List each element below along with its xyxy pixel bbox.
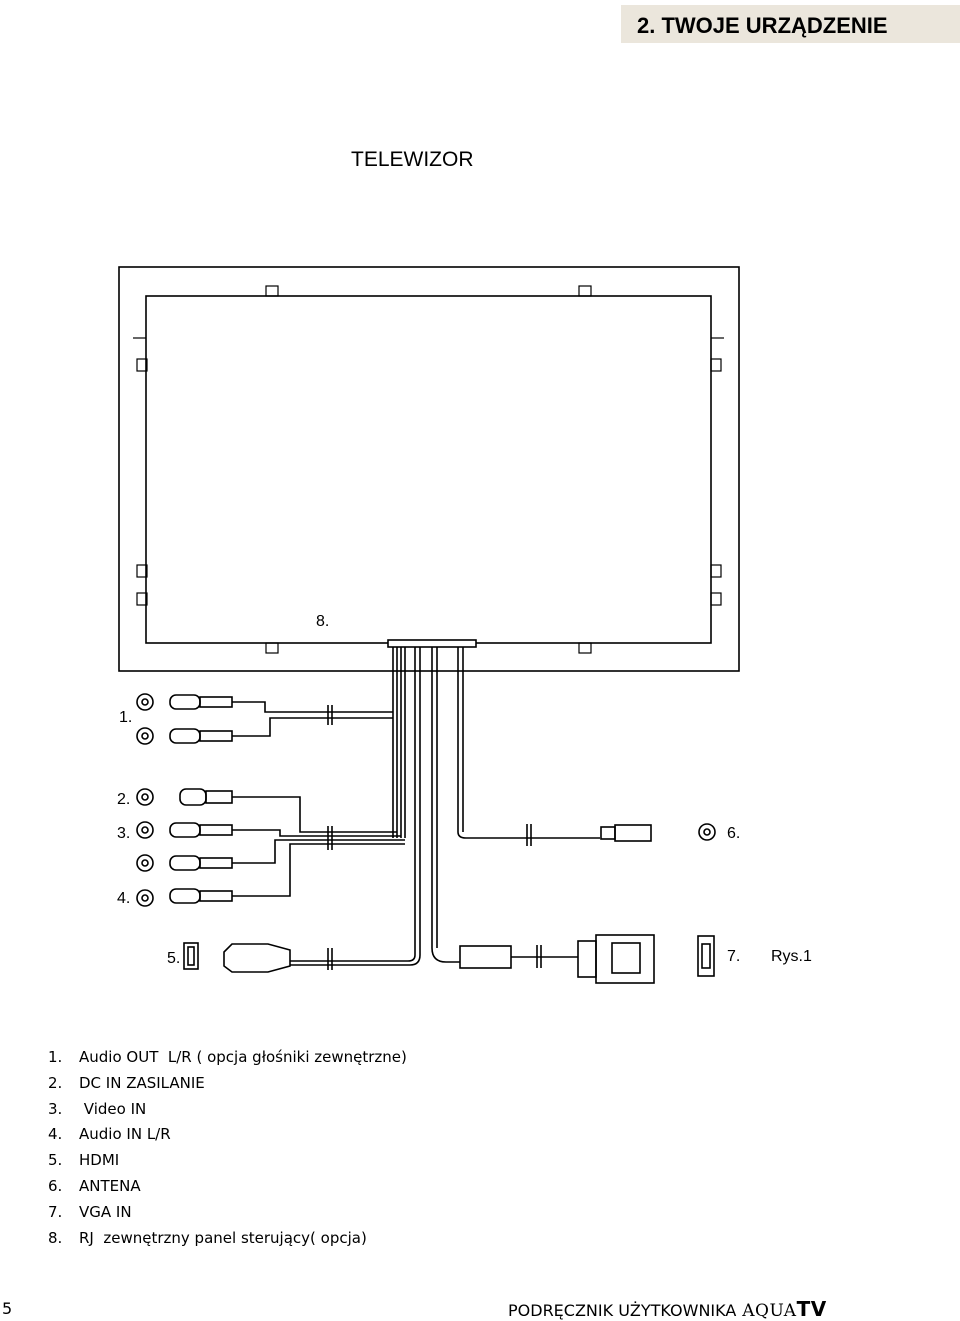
legend-item: 4. Audio IN L/R <box>48 1122 407 1148</box>
legend-item: 8. RJ zewnętrzny panel sterujący( opcja) <box>48 1226 407 1252</box>
tv-panel <box>145 295 712 644</box>
legend-text: RJ zewnętrzny panel sterujący( opcja) <box>79 1228 367 1247</box>
callout-1: 1. <box>119 709 133 726</box>
jack-sockets <box>136 693 716 907</box>
legend-item: 3. Video IN <box>48 1097 407 1123</box>
logo-main: AQUA <box>742 1301 797 1321</box>
callout-4: 4. <box>117 890 131 907</box>
manual-label: PODRĘCZNIK UŻYTKOWNIKA <box>508 1301 737 1320</box>
legend-text: Audio IN L/R <box>79 1125 171 1144</box>
rca-plugs <box>169 694 233 904</box>
tv-frame <box>118 266 740 672</box>
legend-text: HDMI <box>79 1151 120 1170</box>
figure-label: Rys.1 <box>771 948 812 965</box>
legend-number: 2. <box>48 1073 63 1092</box>
legend-number: 8. <box>48 1228 63 1247</box>
connector-legend: 1. Audio OUT L/R ( opcja głośniki zewnętr… <box>48 1045 407 1251</box>
logo-tv: TV <box>796 1297 827 1321</box>
legend-text: ANTENA <box>79 1176 141 1195</box>
legend-number: 4. <box>48 1125 63 1144</box>
callout-7: 7. <box>727 948 741 965</box>
callout-2: 2. <box>117 791 131 808</box>
legend-item: 5. HDMI <box>48 1148 407 1174</box>
page-title: TELEWIZOR <box>351 148 474 171</box>
legend-number: 6. <box>48 1176 63 1195</box>
legend-text: Video IN <box>79 1099 147 1118</box>
legend-text: VGA IN <box>79 1202 132 1221</box>
mounting-brackets <box>133 285 724 654</box>
section-header: 2. TWOJE URZĄDZENIE <box>621 5 960 43</box>
page-number: 5 <box>2 1299 13 1318</box>
legend-text: Audio OUT L/R ( opcja głośniki zewnętrzn… <box>79 1048 407 1066</box>
cable-bundle <box>392 647 464 955</box>
legend-item: 6. ANTENA <box>48 1174 407 1200</box>
legend-item: 7. VGA IN <box>48 1200 407 1226</box>
callout-5: 5. <box>167 950 181 967</box>
legend-number: 5. <box>48 1151 63 1170</box>
legend-number: 1. <box>48 1048 63 1066</box>
legend-item: 2. DC IN ZASILANIE <box>48 1071 407 1097</box>
legend-number: 7. <box>48 1202 63 1221</box>
callout-3: 3. <box>117 825 131 842</box>
legend-number: 3. <box>48 1099 63 1118</box>
footer: PODRĘCZNIK UŻYTKOWNIKA AQUATV <box>508 1297 827 1321</box>
callout-8: 8. <box>316 613 330 630</box>
legend-item: 1. Audio OUT L/R ( opcja głośniki zewnętr… <box>48 1045 407 1071</box>
aquatv-logo: AQUATV <box>742 1297 826 1321</box>
callout-6: 6. <box>727 825 741 842</box>
legend-text: DC IN ZASILANIE <box>79 1073 205 1092</box>
